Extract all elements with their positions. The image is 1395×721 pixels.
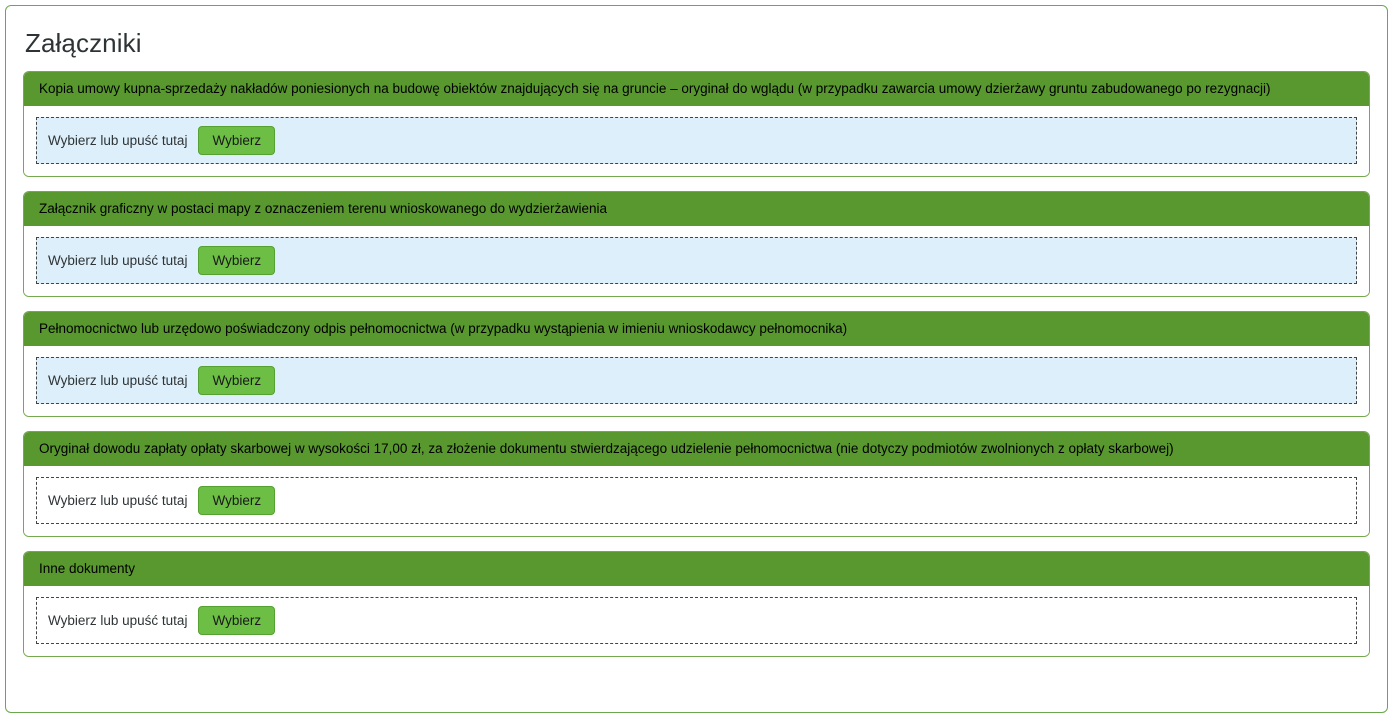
dropzone-label: Wybierz lub upuść tutaj bbox=[48, 613, 188, 628]
attachment-card: Załącznik graficzny w postaci mapy z ozn… bbox=[23, 191, 1370, 297]
attachment-body: Wybierz lub upuść tutaj Wybierz bbox=[24, 226, 1369, 296]
attachment-body: Wybierz lub upuść tutaj Wybierz bbox=[24, 586, 1369, 656]
attachment-card: Pełnomocnictwo lub urzędowo poświadczony… bbox=[23, 311, 1370, 417]
file-dropzone[interactable]: Wybierz lub upuść tutaj Wybierz bbox=[36, 597, 1357, 644]
attachment-header: Pełnomocnictwo lub urzędowo poświadczony… bbox=[24, 312, 1369, 346]
attachment-header: Kopia umowy kupna-sprzedaży nakładów pon… bbox=[24, 72, 1369, 106]
attachment-body: Wybierz lub upuść tutaj Wybierz bbox=[24, 106, 1369, 176]
file-dropzone[interactable]: Wybierz lub upuść tutaj Wybierz bbox=[36, 357, 1357, 404]
attachment-card: Inne dokumenty Wybierz lub upuść tutaj W… bbox=[23, 551, 1370, 657]
choose-file-button[interactable]: Wybierz bbox=[198, 366, 276, 395]
choose-file-button[interactable]: Wybierz bbox=[198, 246, 276, 275]
file-dropzone[interactable]: Wybierz lub upuść tutaj Wybierz bbox=[36, 477, 1357, 524]
dropzone-label: Wybierz lub upuść tutaj bbox=[48, 493, 188, 508]
choose-file-button[interactable]: Wybierz bbox=[198, 606, 276, 635]
attachment-header: Oryginał dowodu zapłaty opłaty skarbowej… bbox=[24, 432, 1369, 466]
attachment-card: Kopia umowy kupna-sprzedaży nakładów pon… bbox=[23, 71, 1370, 177]
dropzone-label: Wybierz lub upuść tutaj bbox=[48, 373, 188, 388]
dropzone-label: Wybierz lub upuść tutaj bbox=[48, 133, 188, 148]
file-dropzone[interactable]: Wybierz lub upuść tutaj Wybierz bbox=[36, 117, 1357, 164]
choose-file-button[interactable]: Wybierz bbox=[198, 486, 276, 515]
attachment-body: Wybierz lub upuść tutaj Wybierz bbox=[24, 466, 1369, 536]
choose-file-button[interactable]: Wybierz bbox=[198, 126, 276, 155]
page-title: Załączniki bbox=[25, 28, 142, 58]
attachment-header: Załącznik graficzny w postaci mapy z ozn… bbox=[24, 192, 1369, 226]
attachments-page-frame: Załączniki Kopia umowy kupna-sprzedaży n… bbox=[5, 5, 1388, 713]
attachment-header: Inne dokumenty bbox=[24, 552, 1369, 586]
dropzone-label: Wybierz lub upuść tutaj bbox=[48, 253, 188, 268]
attachments-list: Kopia umowy kupna-sprzedaży nakładów pon… bbox=[6, 58, 1387, 657]
file-dropzone[interactable]: Wybierz lub upuść tutaj Wybierz bbox=[36, 237, 1357, 284]
attachment-body: Wybierz lub upuść tutaj Wybierz bbox=[24, 346, 1369, 416]
attachment-card: Oryginał dowodu zapłaty opłaty skarbowej… bbox=[23, 431, 1370, 537]
